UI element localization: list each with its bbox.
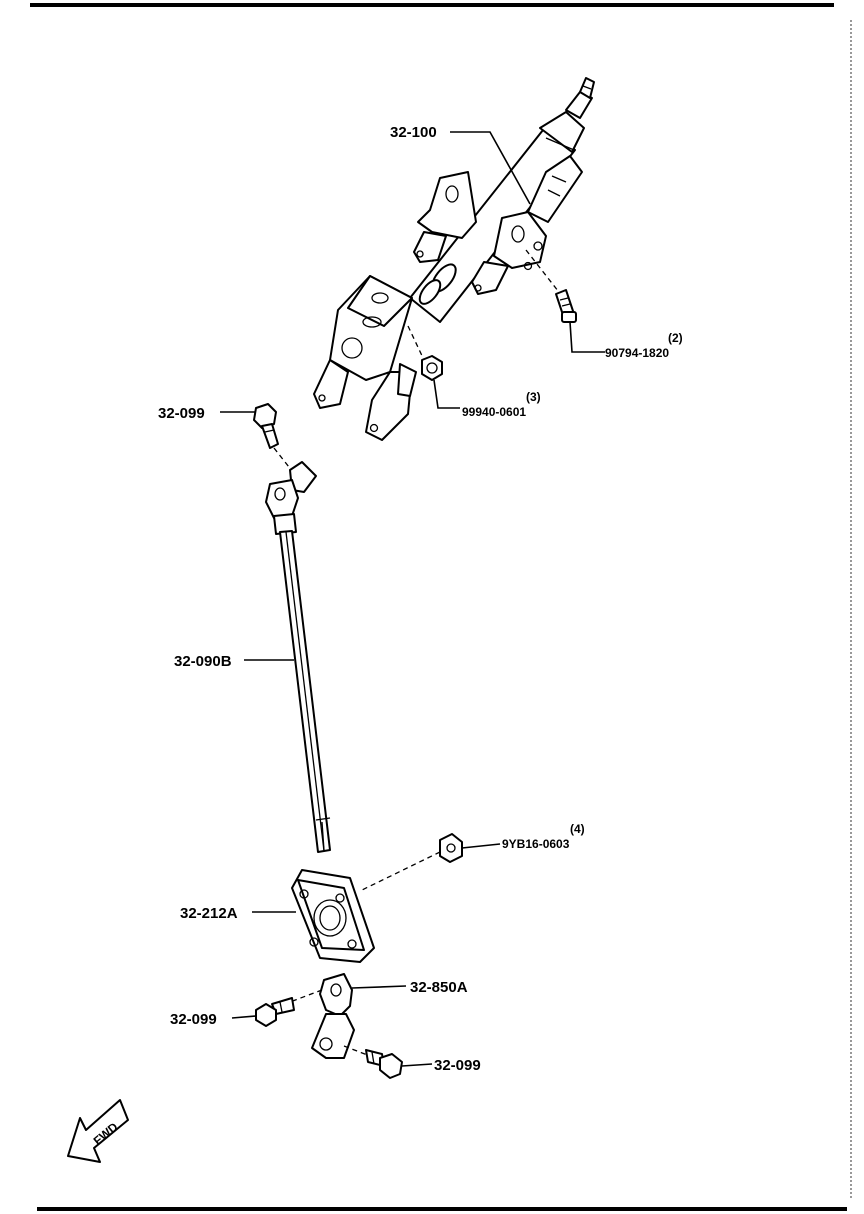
label-flange-nut-qty: (4) (570, 822, 585, 836)
nut-99940-part (407, 325, 443, 381)
label-nut-99940: 99940-0601 (462, 405, 526, 419)
label-bolt-90794-qty: (2) (668, 331, 683, 345)
label-steering-column: 32-100 (390, 124, 437, 141)
bolt-90794-part (525, 249, 577, 323)
label-upper-joint-bolt: 32-099 (158, 405, 205, 422)
bottom-border-rule (37, 1207, 847, 1211)
label-nut-99940-qty: (3) (526, 390, 541, 404)
fwd-arrow-icon: FWD (67, 1099, 129, 1163)
label-lower-bolt-right: 32-099 (434, 1057, 481, 1074)
label-flange-nut: 9YB16-0603 (502, 837, 570, 851)
flange-nut-part (361, 833, 463, 891)
boot-plate-part (291, 869, 375, 963)
leader-lines (220, 131, 605, 1067)
label-intermediate-shaft: 32-090B (174, 653, 232, 670)
label-lower-bolt-left: 32-099 (170, 1011, 217, 1028)
label-bolt-90794: 90794-1820 (605, 346, 669, 360)
intermediate-shaft-part (265, 461, 331, 853)
steering-column-part (313, 77, 595, 441)
upper-joint-bolt-part (253, 403, 297, 477)
label-lower-joint: 32-850A (410, 979, 468, 996)
top-border-rule (30, 3, 834, 7)
lower-joint-part (255, 973, 403, 1079)
label-boot-plate: 32-212A (180, 905, 238, 922)
